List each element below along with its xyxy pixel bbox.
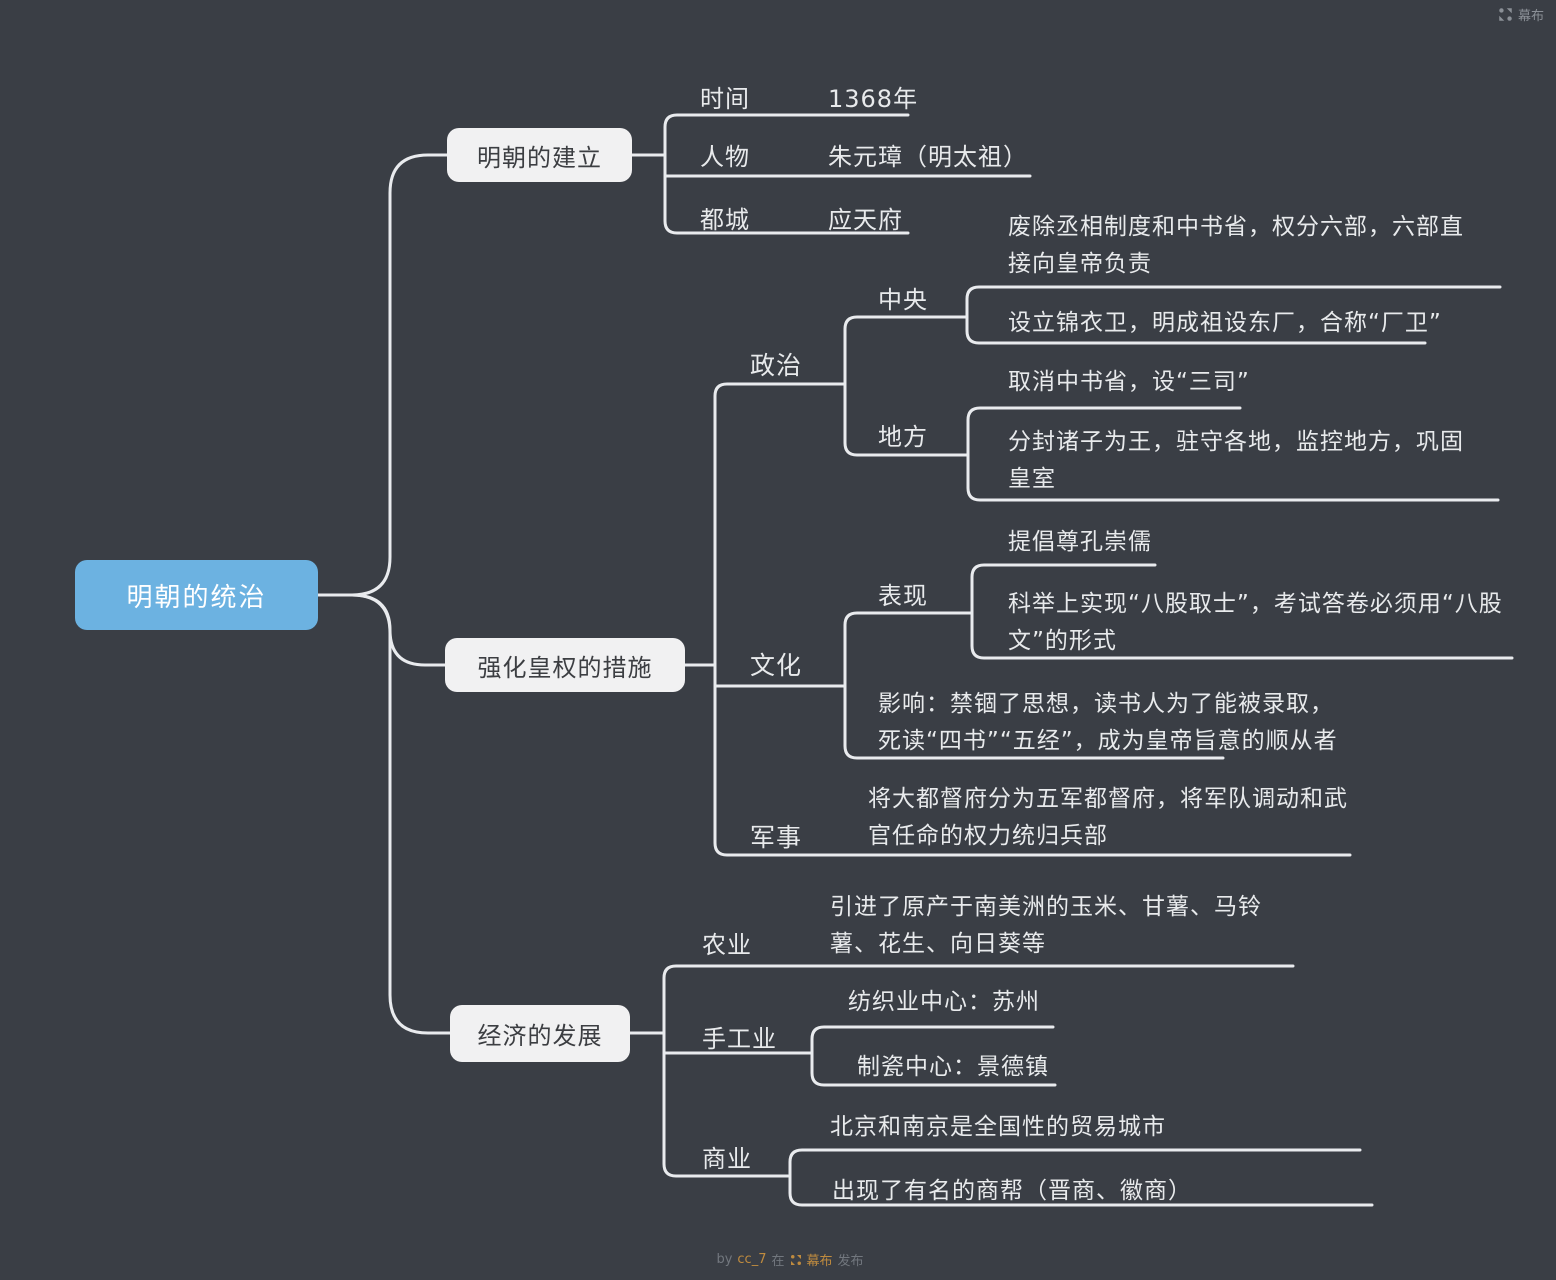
node-military[interactable]: 军事 — [750, 823, 803, 852]
app-brand: 幕布 — [1498, 5, 1544, 24]
connector-root-to-strengthening — [350, 593, 447, 667]
node-central[interactable]: 中央 — [878, 286, 928, 314]
connector-handicraft-bracket — [810, 1025, 1057, 1087]
node-agriculture[interactable]: 农业 — [702, 931, 752, 959]
node-time[interactable]: 时间 — [700, 85, 750, 113]
watermark-suffix: 发布 — [837, 1254, 864, 1269]
connector-founding-bracket — [663, 113, 910, 235]
branch-node-founding[interactable]: 明朝的建立 — [447, 128, 632, 182]
mubu-logo-icon — [1499, 8, 1512, 21]
node-person-value[interactable]: 朱元璋（明太祖） — [828, 143, 1028, 171]
connector-root-to-founding — [350, 153, 449, 597]
node-handicraft-item-2[interactable]: 制瓷中心：景德镇 — [857, 1054, 1049, 1080]
connector-local-bracket — [966, 406, 1500, 502]
node-central-item-1[interactable]: 废除丞相制度和中书省，权分六部，六部直接向皇帝负责 — [1008, 214, 1464, 277]
node-agriculture-item[interactable]: 引进了原产于南美洲的玉米、甘薯、马铃薯、花生、向日葵等 — [830, 894, 1262, 957]
node-culture[interactable]: 文化 — [750, 651, 803, 680]
connector-culture-bracket — [843, 611, 1225, 760]
node-local-item-2[interactable]: 分封诸子为王，驻守各地，监控地方，巩固皇室 — [1008, 429, 1464, 492]
node-military-item[interactable]: 将大都督府分为五军都督府，将军队调动和武官任命的权力统归兵部 — [868, 786, 1348, 849]
node-politics[interactable]: 政治 — [750, 351, 803, 380]
branch-node-economy[interactable]: 经济的发展 — [450, 1005, 630, 1062]
node-expression[interactable]: 表现 — [878, 582, 928, 610]
node-influence[interactable]: 影响：禁锢了思想，读书人为了能被录取，死读“四书”“五经”，成为皇帝旨意的顺从者 — [878, 691, 1338, 754]
node-person[interactable]: 人物 — [700, 143, 750, 171]
watermark[interactable]: by cc_7 在 幕布 发布 — [640, 1250, 940, 1269]
brand-label: 幕布 — [1518, 9, 1545, 24]
node-central-item-2[interactable]: 设立锦衣卫，明成祖设东厂，合称“厂卫” — [1008, 310, 1442, 336]
node-capital[interactable]: 都城 — [700, 206, 750, 234]
watermark-preposition: 在 — [771, 1254, 785, 1269]
watermark-brand: 幕布 — [806, 1254, 833, 1269]
watermark-by: by — [716, 1252, 733, 1267]
node-handicraft[interactable]: 手工业 — [702, 1025, 777, 1053]
node-time-value[interactable]: 1368年 — [828, 85, 919, 113]
connector-politics-bracket — [843, 315, 970, 457]
connector-economy-bracket — [662, 964, 1295, 1178]
node-local-item-1[interactable]: 取消中书省，设“三司” — [1008, 369, 1250, 395]
node-capital-value[interactable]: 应天府 — [828, 206, 903, 234]
connector-expression-bracket — [970, 563, 1514, 660]
watermark-author: cc_7 — [737, 1252, 767, 1267]
node-handicraft-item-1[interactable]: 纺织业中心：苏州 — [848, 989, 1040, 1015]
branch-node-strengthening[interactable]: 强化皇权的措施 — [445, 638, 685, 692]
node-commerce[interactable]: 商业 — [702, 1145, 752, 1173]
node-local[interactable]: 地方 — [878, 423, 928, 451]
connector-strengthening-bracket — [713, 382, 1352, 857]
connector-root-to-economy — [350, 593, 452, 1035]
node-commerce-item-2[interactable]: 出现了有名的商帮（晋商、徽商） — [832, 1178, 1192, 1204]
node-expression-item-2[interactable]: 科举上实现“八股取士”，考试答卷必须用“八股文”的形式 — [1008, 591, 1503, 654]
mubu-logo-icon — [790, 1254, 801, 1265]
root-node[interactable]: 明朝的统治 — [75, 560, 318, 630]
connector-commerce-bracket — [788, 1148, 1374, 1207]
node-expression-item-1[interactable]: 提倡尊孔崇儒 — [1008, 529, 1152, 555]
connector-central-bracket — [965, 285, 1502, 345]
node-commerce-item-1[interactable]: 北京和南京是全国性的贸易城市 — [830, 1114, 1166, 1140]
